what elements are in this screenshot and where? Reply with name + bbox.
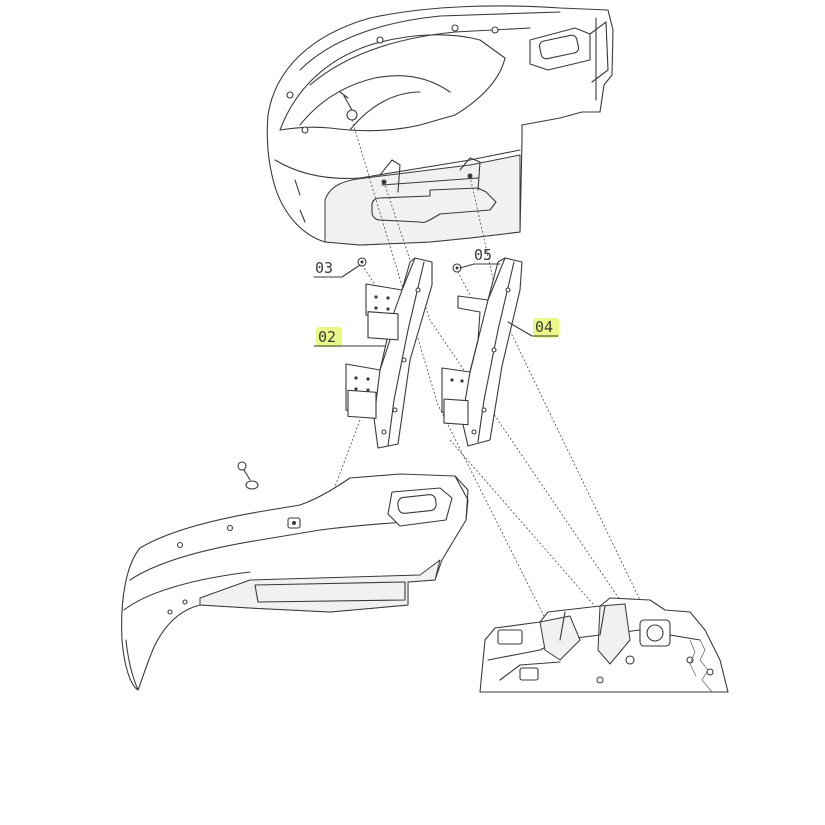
callout-highlight-04 — [533, 318, 559, 338]
lower-fender-assembly — [121, 461, 469, 691]
callout-04: 04 — [507, 318, 559, 338]
bolt-03 — [357, 257, 367, 267]
callout-label-03: 03 — [315, 259, 333, 277]
callout-label-04: 04 — [535, 318, 553, 336]
callout-label-02: 02 — [318, 328, 336, 346]
bracket-04 — [441, 257, 523, 447]
bracket-02 — [345, 257, 433, 449]
callout-03: 03 — [313, 259, 361, 278]
upper-fender-assembly — [266, 5, 614, 246]
screw-lower — [237, 461, 259, 490]
transmission-housing — [479, 597, 729, 693]
callout-highlight-02 — [316, 327, 342, 347]
callout-02: 02 — [313, 327, 386, 347]
callout-label-05: 05 — [474, 246, 492, 264]
callout-05: 05 — [459, 246, 501, 269]
